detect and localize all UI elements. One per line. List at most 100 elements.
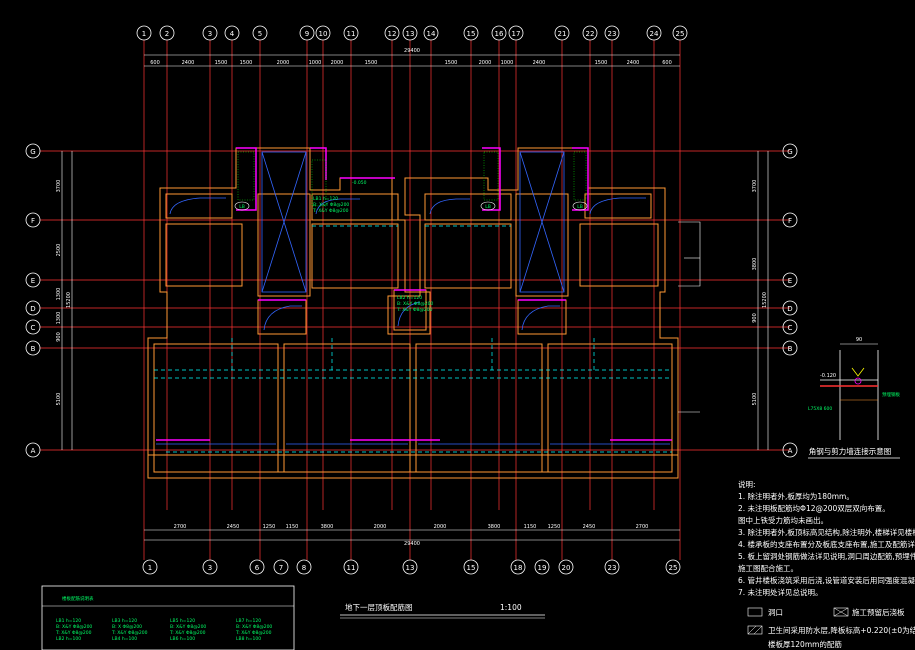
svg-text:7. 未注明处详见总说明。: 7. 未注明处详见总说明。 — [738, 587, 823, 597]
walls — [147, 147, 679, 479]
svg-text:6. 管井楼板浇筑采用后浇,设管道安装后用同强度混凝土封堵。: 6. 管井楼板浇筑采用后浇,设管道安装后用同强度混凝土封堵。 — [738, 575, 915, 585]
svg-text:地下一层顶板配筋图: 地下一层顶板配筋图 — [345, 602, 413, 612]
table-col: LB1 h=120 B: X&Y Φ8@200 T: X&Y Φ8@200 LB… — [55, 618, 92, 642]
axis-bubble: 12 — [384, 25, 400, 41]
axis-bubble: 11 — [343, 559, 359, 575]
svg-text:D: D — [787, 305, 792, 313]
axis-bubble: G — [782, 143, 798, 159]
table-col: LB5 h=120 B: X&Y Φ8@200 T: X&Y Φ8@200 LB… — [169, 618, 206, 642]
svg-text:6: 6 — [255, 564, 260, 572]
svg-text:1500: 1500 — [240, 60, 253, 66]
axis-bubble: A — [782, 442, 798, 458]
axis-bubble: 25 — [672, 25, 688, 41]
svg-text:13: 13 — [406, 30, 415, 38]
axis-bubble: 22 — [582, 25, 598, 41]
svg-text:T: X&Y Φ8@200: T: X&Y Φ8@200 — [235, 630, 272, 636]
svg-text:2400: 2400 — [533, 60, 546, 66]
svg-text:15200: 15200 — [762, 292, 768, 308]
svg-text:3700: 3700 — [752, 180, 758, 193]
detail-title: 角钢与剪力墙连接示意图 — [809, 446, 892, 456]
svg-text:LB1 h=120: LB1 h=120 — [313, 196, 338, 202]
dimension-lines — [61, 54, 769, 541]
svg-text:23: 23 — [608, 30, 617, 38]
svg-text:LB6 h=100: LB6 h=100 — [170, 636, 195, 642]
axis-bubble: D — [782, 300, 798, 316]
svg-text:G: G — [787, 148, 792, 156]
svg-text:LB: LB — [239, 204, 245, 210]
svg-text:1150: 1150 — [524, 524, 537, 530]
svg-text:1300: 1300 — [56, 288, 62, 301]
svg-text:29400: 29400 — [404, 48, 420, 54]
top-axis-labels: 1 2 3 4 5 9 10 11 12 13 14 15 16 17 21 2… — [136, 25, 688, 41]
svg-text:2450: 2450 — [227, 524, 240, 530]
svg-text:20: 20 — [562, 564, 571, 572]
axis-bubble: 4 — [224, 25, 240, 41]
svg-text:1. 除注明者外,板厚均为180mm。: 1. 除注明者外,板厚均为180mm。 — [738, 491, 854, 501]
svg-text:15200: 15200 — [66, 292, 72, 308]
svg-text:2000: 2000 — [331, 60, 344, 66]
svg-text:B: X&Y Φ8@200: B: X&Y Φ8@200 — [313, 202, 349, 208]
svg-text:12: 12 — [388, 30, 397, 38]
svg-text:7: 7 — [279, 564, 283, 572]
svg-text:2400: 2400 — [627, 60, 640, 66]
svg-text:14: 14 — [427, 30, 436, 38]
axis-bubble: 9 — [299, 25, 315, 41]
connection-detail: 90 -0.120 L75X8 600 预埋钢板 角钢与剪力墙连接示意图 — [808, 337, 900, 459]
axis-bubble: 25 — [665, 559, 681, 575]
axis-bubble: A — [25, 442, 41, 458]
axis-bubble: C — [782, 319, 798, 335]
svg-text:3800: 3800 — [321, 524, 334, 530]
dimension-text: 29400 600 2400 1500 1500 2000 1000 2000 … — [56, 48, 768, 547]
stair-detail-side — [678, 221, 701, 413]
svg-text:900: 900 — [56, 332, 62, 342]
axis-bubble: E — [782, 272, 798, 288]
svg-text:T: X&Y Φ8@200: T: X&Y Φ8@200 — [55, 630, 92, 636]
svg-text:1300: 1300 — [56, 312, 62, 325]
table-col: LB3 h=120 B: X Φ8@200 T: X&Y Φ8@200 LB4 … — [111, 618, 148, 642]
axis-bubble: 1 — [142, 559, 158, 575]
svg-text:1000: 1000 — [501, 60, 514, 66]
svg-text:D: D — [30, 305, 35, 313]
axis-bubble: 1 — [136, 25, 152, 41]
svg-text:2450: 2450 — [583, 524, 596, 530]
svg-text:3800: 3800 — [752, 258, 758, 271]
svg-text:1: 1 — [148, 564, 152, 572]
svg-text:T: X&Y Φ8@200: T: X&Y Φ8@200 — [312, 208, 349, 214]
svg-text:3700: 3700 — [56, 180, 62, 193]
svg-text:22: 22 — [586, 30, 595, 38]
svg-text:图中上铁受力筋均未画出。: 图中上铁受力筋均未画出。 — [738, 515, 828, 525]
svg-text:施工图配合施工。: 施工图配合施工。 — [738, 563, 798, 573]
axis-bubble: 3 — [202, 25, 218, 41]
axis-bubble: B — [782, 340, 798, 356]
svg-text:楼板配筋说明表: 楼板配筋说明表 — [62, 595, 94, 602]
svg-text:29400: 29400 — [404, 541, 420, 547]
svg-text:C: C — [788, 324, 793, 332]
svg-text:B: X Φ8@200: B: X Φ8@200 — [112, 624, 142, 630]
svg-text:600: 600 — [662, 60, 672, 66]
svg-text:16: 16 — [495, 30, 504, 38]
svg-text:25: 25 — [669, 564, 678, 572]
axis-bubble: 16 — [491, 25, 507, 41]
axis-bubble: 6 — [249, 559, 265, 575]
svg-text:24: 24 — [650, 30, 659, 38]
slab-label-b: LB2 h=120 B: X&Y Φ8@200 T: X&Y Φ8@200 — [396, 295, 433, 313]
axis-bubble: 7 — [273, 559, 289, 575]
svg-text:LB7 h=120: LB7 h=120 — [236, 618, 261, 624]
svg-text:洞口: 洞口 — [768, 608, 783, 617]
axis-bubble: 21 — [554, 25, 570, 41]
svg-text:5100: 5100 — [56, 393, 62, 406]
legend: 洞口 施工预留后浇板 卫生间采用防水层,降板标高+0.220(±0为结构标高) … — [747, 607, 915, 649]
svg-text:600: 600 — [150, 60, 160, 66]
axis-bubble: 2 — [159, 25, 175, 41]
slab-label-a: LB1 h=120 B: X&Y Φ8@200 T: X&Y Φ8@200 — [312, 196, 349, 214]
elevation-label: -0.050 — [352, 180, 367, 186]
svg-text:2400: 2400 — [182, 60, 195, 66]
axis-bubble: 17 — [508, 25, 524, 41]
axis-bubble: E — [25, 272, 41, 288]
svg-text:15: 15 — [467, 30, 476, 38]
svg-text:LB3 h=120: LB3 h=120 — [112, 618, 137, 624]
svg-text:LB5 h=120: LB5 h=120 — [170, 618, 195, 624]
svg-text:卫生间采用防水层,降板标高+0.220(±0为结构标高): 卫生间采用防水层,降板标高+0.220(±0为结构标高) — [768, 625, 915, 635]
axis-bubble: D — [25, 300, 41, 316]
